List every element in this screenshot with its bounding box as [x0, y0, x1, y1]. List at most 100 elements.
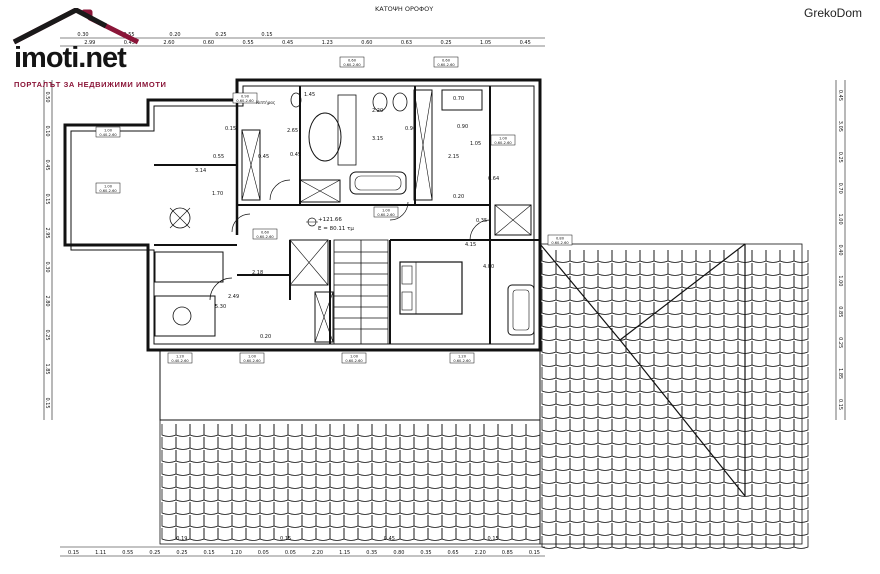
svg-text:1.00: 1.00 [104, 185, 113, 189]
room-dimension: 0.45 [290, 152, 301, 158]
dimension-label: 0.45 [124, 40, 135, 46]
dimension-label: 0.50 [44, 91, 50, 102]
dimension-lines [43, 37, 846, 557]
logo-tagline: ПОРТАЛЪТ ЗА НЕДВИЖИМИ ИМОТИ [14, 80, 167, 89]
svg-text:0.40-2.60: 0.40-2.60 [99, 133, 117, 137]
svg-text:0.90: 0.90 [241, 95, 250, 99]
window-tags: 1.000.40-2.600.900.60-2.600.600.60-2.600… [95, 56, 573, 364]
svg-text:0.60-2.60: 0.60-2.60 [453, 359, 471, 363]
window-tag: 1.000.60-2.60 [490, 134, 516, 146]
window-tag: 1.000.60-2.60 [373, 206, 399, 218]
room-dimension: 0.90 [457, 124, 468, 130]
dimension-label: 0.85 [502, 550, 513, 556]
dimension-label: 0.25 [176, 550, 187, 556]
room-dimension: 2.20 [372, 108, 383, 114]
dimension-label: 2.20 [312, 550, 323, 556]
svg-text:0.60-2.60: 0.60-2.60 [551, 241, 569, 245]
room-dimension: 0.45 [258, 154, 269, 160]
window-tag: 1.000.60-2.60 [239, 352, 265, 364]
dimension-label: 0.15 [44, 193, 50, 204]
dimension-label: 1.20 [231, 550, 242, 556]
dimension-label: 0.45 [44, 159, 50, 170]
room-dimension: 0.64 [488, 176, 499, 182]
svg-text:1.00: 1.00 [104, 129, 113, 133]
house-roof-icon [12, 8, 140, 45]
dimension-label: 0.15 [837, 399, 843, 410]
dimension-label: 0.85 [837, 306, 843, 317]
room-dimension: 1.70 [212, 191, 223, 197]
svg-text:0.60-2.60: 0.60-2.60 [236, 99, 254, 103]
room-dimension: 1.45 [304, 92, 315, 98]
dimension-label: 0.40 [837, 244, 843, 255]
dimension-label: 2.60 [163, 40, 174, 46]
dimension-label: 2.20 [475, 550, 486, 556]
window-tag: 1.000.60-2.60 [341, 352, 367, 364]
window-tag: 1.200.40-2.60 [167, 352, 193, 364]
dimension-label: 1.00 [837, 275, 843, 286]
dimension-label: 0.19 [176, 536, 187, 542]
dimension-label: 1.85 [44, 363, 50, 374]
dimension-label: 0.80 [393, 550, 404, 556]
dimension-label: 3.05 [837, 121, 843, 132]
window-tag: 1.000.60-2.60 [95, 182, 121, 194]
dimension-label: 0.15 [488, 536, 499, 542]
room-dimension: 0.15 [225, 126, 236, 132]
watermark: GrekoDom [803, 6, 862, 20]
room-dimension: 2.15 [448, 154, 459, 160]
svg-text:0.60-2.60: 0.60-2.60 [345, 359, 363, 363]
dimension-labels: 0.30 0.55 0.20 0.25 0.15 2.99 0.45 2.60 0.60 0.55… [44, 32, 843, 556]
svg-text:0.40-2.60: 0.40-2.60 [171, 359, 189, 363]
svg-text:0.60-2.60: 0.60-2.60 [256, 235, 274, 239]
dimension-label: 0.30 [77, 32, 88, 38]
svg-text:1.00: 1.00 [382, 209, 391, 213]
room-dimension: 0.20 [260, 334, 271, 340]
logo-text: imoti.net [14, 42, 127, 74]
room-dimension: 5.30 [215, 304, 226, 310]
dimension-label: 1.00 [837, 214, 843, 225]
svg-text:1.00: 1.00 [350, 355, 359, 359]
room-dimension: 0.90 [405, 126, 416, 132]
plan-title: ΚΑΤΟΨΗ ΟΡΟΦΟΥ [375, 5, 434, 13]
dimension-label: 0.15 [529, 550, 540, 556]
site-logo[interactable]: imoti.net ПОРТАЛЪТ ЗА НЕДВИЖИМИ ИМОТИ [6, 8, 176, 89]
dimension-label: 0.45 [282, 40, 293, 46]
dimension-label: 0.35 [420, 550, 431, 556]
svg-text:1.20: 1.20 [458, 355, 467, 359]
dimension-label: 2.99 [84, 40, 95, 46]
vanity-note: Νιπτήρας [256, 100, 275, 105]
dimension-label: 0.25 [44, 329, 50, 340]
svg-text:0.60: 0.60 [261, 231, 270, 235]
dimension-label: 0.15 [44, 397, 50, 408]
dimension-label: 0.45 [837, 90, 843, 101]
dimension-label: 1.85 [837, 368, 843, 379]
level-area: E = 80.11 τμ [318, 226, 354, 232]
dimension-label: 0.15 [68, 550, 79, 556]
window-tag: 1.200.60-2.60 [449, 352, 475, 364]
window-tag: 0.600.60-2.60 [433, 56, 459, 68]
svg-text:0.60-2.60: 0.60-2.60 [99, 189, 117, 193]
dimension-label: 0.05 [285, 550, 296, 556]
dimension-label: 0.55 [122, 550, 133, 556]
svg-text:1.00: 1.00 [248, 355, 257, 359]
room-dimension: 1.05 [470, 141, 481, 147]
window-tag: 1.000.40-2.60 [95, 126, 121, 138]
dimension-label: 2.80 [44, 295, 50, 306]
room-dimension: 0.55 [213, 154, 224, 160]
dimension-label: 2.95 [44, 227, 50, 238]
dimension-label: 0.20 [169, 32, 180, 38]
dimension-label: 0.25 [215, 32, 226, 38]
room-dimension: 4.00 [483, 264, 494, 270]
dimension-label: 0.65 [448, 550, 459, 556]
level-elevation: +121.66 [318, 217, 342, 223]
room-dimension: 0.35 [476, 218, 487, 224]
dimension-label: 1.15 [339, 550, 350, 556]
floor-plan-walls [63, 78, 542, 352]
dimension-label: 0.15 [204, 550, 215, 556]
room-dimension: 4.15 [465, 242, 476, 248]
dimension-label: 0.25 [837, 337, 843, 348]
svg-text:0.60-2.60: 0.60-2.60 [343, 63, 361, 67]
svg-text:0.60-2.60: 0.60-2.60 [494, 141, 512, 145]
window-tag: 0.900.60-2.60 [232, 92, 258, 104]
level-marker: +121.66 E = 80.11 τμ [306, 217, 354, 232]
room-dimension: 2.49 [228, 294, 239, 300]
